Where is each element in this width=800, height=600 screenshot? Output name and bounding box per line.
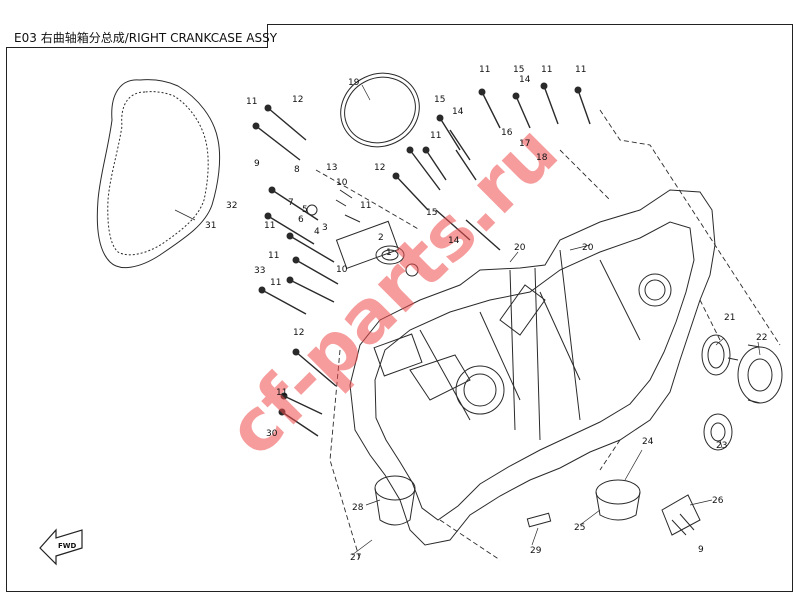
column-detail	[509, 249, 581, 441]
callout: 12	[293, 328, 304, 338]
bearing-bore-large-inner	[463, 373, 497, 407]
callout: 31	[205, 221, 216, 231]
callout: 11	[430, 131, 441, 141]
bearing-23-inner	[710, 422, 726, 442]
callout: 20	[582, 243, 594, 253]
callout: 11	[541, 65, 552, 75]
callout: 9	[698, 545, 704, 555]
drawing-frame	[6, 24, 793, 592]
callout: 11	[575, 65, 586, 75]
gasket-outline	[96, 79, 221, 269]
callout: 6	[298, 215, 304, 225]
callout: 2	[378, 233, 384, 243]
leader-lines	[174, 84, 761, 556]
callout: 4	[314, 227, 320, 237]
callout: 15	[426, 208, 437, 218]
assembly-guides	[315, 109, 781, 561]
callout: 19	[348, 78, 360, 88]
callout: 26	[712, 496, 724, 506]
seal-21	[701, 334, 731, 376]
pump-rotor-inner	[381, 249, 399, 261]
callout-labels: 11 15 14 11 11 19 15 14 11 16 17 18 12 9…	[205, 65, 767, 563]
diagram-title: E03 右曲轴箱分总成/RIGHT CRANKCASE ASSY	[14, 29, 277, 46]
housing-window	[373, 333, 423, 377]
web-detail	[409, 284, 546, 401]
crankcase-inner	[374, 221, 695, 521]
callout: 11	[360, 201, 371, 211]
bolts-9	[671, 513, 695, 536]
dowel-pins	[335, 189, 361, 223]
callout: 15	[434, 95, 445, 105]
callout: 1	[386, 248, 392, 258]
plate-26	[661, 494, 701, 536]
callout: 11	[270, 278, 281, 288]
callout: 9	[254, 159, 260, 169]
oring-19-inner	[344, 76, 416, 144]
diagram-title-text: 右曲轴箱分总成/RIGHT CRANKCASE ASSY	[40, 31, 278, 45]
diagram-code: E03	[14, 31, 37, 45]
callout: 11	[264, 221, 275, 231]
callout: 21	[724, 313, 735, 323]
seal-21-inner	[707, 341, 725, 369]
callout: 5	[302, 205, 308, 215]
callout: 17	[519, 139, 530, 149]
oring-19	[340, 72, 420, 148]
callout: 13	[326, 163, 337, 173]
callout: 30	[266, 429, 278, 439]
callout: 27	[350, 553, 361, 563]
callout: 12	[292, 95, 303, 105]
pump-spring	[306, 204, 318, 216]
callout: 28	[352, 503, 364, 513]
callout: 33	[254, 266, 265, 276]
bearing-22	[737, 346, 783, 404]
crankcase-rib-1	[419, 259, 641, 421]
sleeve-25	[595, 479, 641, 505]
callout: 11	[246, 97, 257, 107]
callout: 7	[288, 198, 294, 208]
bearing-bore-right-inner	[644, 279, 666, 301]
callout: 12	[374, 163, 385, 173]
callout: 14	[448, 236, 460, 246]
title-block	[6, 24, 268, 48]
sleeve-25-body	[595, 491, 641, 521]
callout: 10	[336, 178, 348, 188]
bearing-23	[703, 413, 733, 451]
callout: 15	[513, 65, 524, 75]
clip-29	[526, 512, 552, 528]
callout: 11	[479, 65, 490, 75]
sleeve-28	[374, 475, 416, 501]
callout: 22	[756, 333, 767, 343]
callout: 29	[530, 546, 542, 556]
bolts-upper	[255, 85, 591, 437]
callout: 8	[294, 165, 300, 175]
bearing-bore-large	[455, 365, 505, 415]
callout: 24	[642, 437, 654, 447]
callout: 14	[452, 107, 464, 117]
callout: 14	[519, 75, 531, 85]
callout: 11	[268, 251, 279, 261]
forward-arrow: FWD	[39, 528, 83, 566]
callout: 11	[276, 388, 287, 398]
callout: 10	[336, 265, 348, 275]
callout: 20	[514, 243, 526, 253]
callout: 25	[574, 523, 585, 533]
pump-rotor	[375, 245, 405, 265]
fwd-label: FWD	[58, 542, 77, 550]
bearing-22-side	[727, 344, 761, 404]
crankcase-body	[349, 189, 716, 546]
sleeve-28-body	[374, 487, 416, 526]
bearing-22-inner	[747, 358, 773, 392]
callout: 23	[716, 441, 727, 451]
callout: 3	[322, 223, 328, 233]
callout: 16	[501, 128, 513, 138]
callout: 32	[226, 201, 237, 211]
bearing-bore-right	[638, 273, 672, 307]
bolt-heads	[252, 82, 582, 416]
gasket-inner	[107, 91, 209, 256]
pump-body	[335, 220, 400, 269]
pump-ring	[405, 263, 419, 277]
callout: 18	[536, 153, 548, 163]
